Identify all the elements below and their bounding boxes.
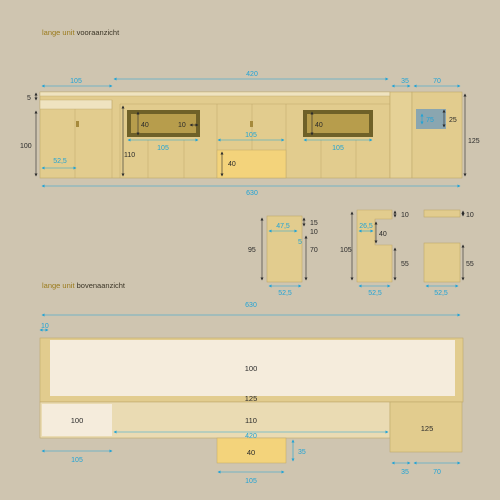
dim-side-c-10: 10 (466, 212, 474, 219)
front-view-title-rest: vooraanzicht (76, 28, 120, 37)
dim-top-right-70: 70 (433, 469, 441, 476)
dim-front-tower-35: 35 (401, 78, 409, 85)
dim-top-tower-35: 35 (401, 469, 409, 476)
dim-side-b-55: 55 (401, 261, 409, 268)
dim-top-middle-420: 420 (245, 433, 257, 440)
top-view-title-rest: bovenaanzicht (76, 281, 125, 290)
dim-front-door-52-5: 52,5 (53, 158, 67, 165)
dim-top-left-105: 105 (71, 457, 83, 464)
dim-side-a-15: 15 (310, 220, 318, 227)
dim-front-drawer-105: 105 (245, 132, 257, 139)
front-niche-right-inner (307, 114, 369, 133)
dim-top-edge-10: 10 (41, 323, 49, 330)
dim-front-niche-left-105: 105 (157, 145, 169, 152)
dim-side-a-95: 95 (248, 247, 256, 254)
top-upper-panel (50, 340, 455, 396)
top-view-title-accent: lange unit (42, 281, 75, 290)
front-view: 105 420 35 70 630 52,5 105 105 105 75 5 … (20, 71, 480, 197)
front-tower (389, 91, 413, 179)
dim-top-drawer-105: 105 (245, 478, 257, 485)
top-bottom-drawer (216, 437, 287, 464)
dim-side-c-55: 55 (466, 261, 474, 268)
dim-front-height-125: 125 (468, 138, 480, 145)
dim-side-b-40: 40 (379, 231, 387, 238)
top-view: 630 10 100 125 100 110 420 125 40 35 105… (39, 302, 464, 485)
front-view-title: lange unit vooraanzicht (42, 28, 119, 37)
front-view-title-accent: lange unit (42, 28, 75, 37)
front-right-box (416, 109, 446, 129)
dim-top-drawer-40: 40 (247, 448, 255, 457)
front-black-dims (34, 92, 467, 177)
side-b-body (356, 209, 393, 283)
dim-side-b-105: 105 (340, 247, 352, 254)
dim-top-middle-110: 110 (245, 416, 257, 425)
front-left-top-shelf (39, 99, 113, 110)
dim-top-mid-125: 125 (245, 394, 258, 403)
side-c-body (423, 242, 461, 283)
top-view-title: lange unit bovenaanzicht (42, 281, 125, 290)
dim-front-niche-left-10: 10 (178, 122, 186, 129)
front-right-cabinet (411, 91, 463, 179)
front-dimension-lines (41, 77, 461, 188)
side-view-a: 47,5 15 10 5 95 70 52,5 (248, 215, 318, 297)
dim-top-upper-100: 100 (245, 364, 258, 373)
side-a-body (266, 215, 303, 283)
dim-front-right-70: 70 (433, 78, 441, 85)
dim-top-left-100: 100 (71, 416, 84, 425)
dim-front-niche-left-40: 40 (141, 122, 149, 129)
front-knob-1 (76, 121, 79, 127)
dim-front-height-110: 110 (124, 152, 135, 159)
dim-front-box-75: 75 (426, 117, 434, 124)
dim-side-a-52-5: 52,5 (278, 290, 292, 297)
dim-side-b-10: 10 (401, 212, 409, 219)
dim-side-b-26-5: 26,5 (359, 223, 373, 230)
dim-front-drawer-40: 40 (228, 161, 236, 168)
dim-front-height-100: 100 (20, 143, 32, 150)
top-right-block (389, 401, 463, 453)
dim-front-left-105: 105 (70, 78, 82, 85)
dim-front-total-630: 630 (246, 190, 258, 197)
top-left-block (42, 404, 112, 436)
dim-side-a-70: 70 (310, 247, 318, 254)
front-knob-2 (250, 121, 253, 127)
dim-side-b-52-5: 52,5 (368, 290, 382, 297)
front-niche-left-inner (131, 114, 196, 133)
dim-side-a-5: 5 (298, 239, 302, 246)
dim-front-niche-right-40: 40 (315, 122, 323, 129)
front-drawer-highlight (216, 149, 287, 179)
side-view-c: 10 55 52,5 (423, 209, 474, 297)
dim-top-drawer-35: 35 (298, 449, 306, 456)
dim-front-niche-right-105: 105 (332, 145, 344, 152)
dim-front-top-strip-5: 5 (27, 95, 31, 102)
dim-side-c-52-5: 52,5 (434, 290, 448, 297)
dim-side-a-10: 10 (310, 229, 318, 236)
side-c-top (423, 209, 461, 218)
front-top-strip (39, 91, 391, 97)
dim-top-total-630: 630 (245, 302, 257, 309)
dim-side-a-47-5: 47,5 (276, 223, 290, 230)
side-view-b: 10 26,5 40 105 55 52,5 (340, 209, 409, 297)
dim-front-box-25: 25 (449, 117, 457, 124)
dim-top-right-125: 125 (421, 424, 434, 433)
dim-front-middle-420: 420 (246, 71, 258, 78)
